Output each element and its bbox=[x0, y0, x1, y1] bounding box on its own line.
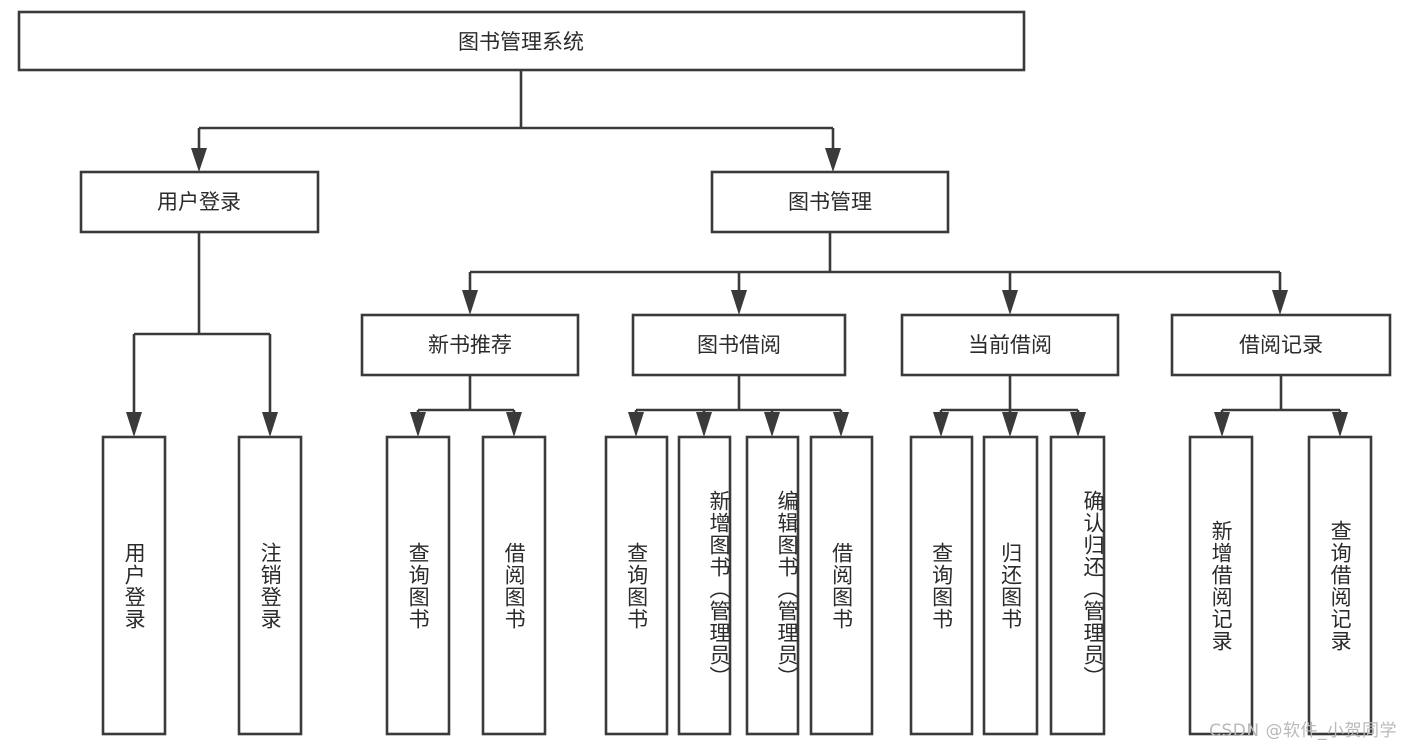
leaf-box-return-book[interactable] bbox=[982, 435, 1039, 736]
leaf-box-edit-book-admin[interactable] bbox=[745, 435, 800, 736]
arrow-head-icon bbox=[731, 290, 747, 315]
node-book-borrow[interactable]: 图书借阅 bbox=[631, 313, 847, 377]
node-book-management[interactable]: 图书管理 bbox=[710, 170, 950, 234]
node-user-login[interactable]: 用户登录 bbox=[79, 170, 320, 234]
root-box[interactable] bbox=[17, 10, 1026, 72]
arrow-head-icon bbox=[825, 148, 841, 172]
level3-label-new-book-recommend: 新书推荐 bbox=[428, 333, 512, 357]
connector-borrowrecord-to-leaves bbox=[1214, 375, 1348, 437]
arrow-head-icon bbox=[1332, 412, 1348, 437]
node-borrow-record[interactable]: 借阅记录 bbox=[1170, 313, 1392, 377]
arrow-head-icon bbox=[191, 148, 207, 172]
connector-bookborrow-to-leaves bbox=[628, 375, 849, 437]
level2-label-user-login: 用户登录 bbox=[157, 190, 241, 214]
arrow-head-icon bbox=[462, 290, 478, 315]
arrow-head-icon bbox=[1002, 290, 1018, 315]
level3-label-book-borrow: 图书借阅 bbox=[697, 333, 781, 357]
connector-newbook-to-leaves bbox=[410, 375, 522, 437]
watermark-text: CSDN @软件_小贺同学 bbox=[1209, 721, 1397, 741]
arrow-head-icon bbox=[1214, 412, 1230, 437]
leaf-box-query-book-current[interactable] bbox=[909, 435, 974, 736]
arrow-head-icon bbox=[1070, 412, 1086, 437]
node-root[interactable]: 图书管理系统 bbox=[17, 10, 1026, 72]
arrow-head-icon bbox=[1002, 412, 1018, 437]
level2-box-user-login[interactable] bbox=[79, 170, 320, 234]
connector-userlogin-to-leaves bbox=[126, 232, 278, 437]
arrow-head-icon bbox=[262, 412, 278, 437]
arrow-head-icon bbox=[1272, 290, 1288, 315]
leaf-box-borrow-book[interactable] bbox=[809, 435, 874, 736]
leaf-box-query-borrow-record[interactable] bbox=[1307, 435, 1373, 736]
leaf-box-query-book-borrow[interactable] bbox=[604, 435, 669, 736]
leaf-box-add-book-admin[interactable] bbox=[677, 435, 732, 736]
arrow-head-icon bbox=[410, 412, 426, 437]
leaf-box-query-book-recommend[interactable] bbox=[385, 435, 451, 736]
node-new-book-recommend[interactable]: 新书推荐 bbox=[360, 313, 580, 377]
level2-label-book-management: 图书管理 bbox=[788, 190, 872, 214]
level3-box-current-borrow[interactable] bbox=[900, 313, 1120, 377]
node-current-borrow[interactable]: 当前借阅 bbox=[900, 313, 1120, 377]
leaf-box-user-login[interactable] bbox=[101, 435, 167, 736]
leaf-box-confirm-return-admin[interactable] bbox=[1049, 435, 1106, 736]
leaf-box-logout[interactable] bbox=[237, 435, 303, 736]
arrow-head-icon bbox=[933, 412, 949, 437]
arrow-head-icon bbox=[506, 412, 522, 437]
arrow-head-icon bbox=[126, 412, 142, 437]
level3-label-borrow-record: 借阅记录 bbox=[1239, 333, 1323, 357]
connector-bookmgmt-to-level3 bbox=[462, 232, 1288, 315]
connector-root-to-level2 bbox=[191, 70, 841, 172]
leaf-box-borrow-book-recommend[interactable] bbox=[481, 435, 547, 736]
arrow-head-icon bbox=[833, 412, 849, 437]
level3-box-new-book-recommend[interactable] bbox=[360, 313, 580, 377]
arrow-head-icon bbox=[628, 412, 644, 437]
level3-label-current-borrow: 当前借阅 bbox=[968, 333, 1052, 357]
arrow-head-icon bbox=[696, 412, 712, 437]
root-label: 图书管理系统 bbox=[458, 30, 584, 54]
leaf-box-add-borrow-record[interactable] bbox=[1188, 435, 1254, 736]
connector-currentborrow-to-leaves bbox=[933, 375, 1086, 437]
arrow-head-icon bbox=[764, 412, 780, 437]
